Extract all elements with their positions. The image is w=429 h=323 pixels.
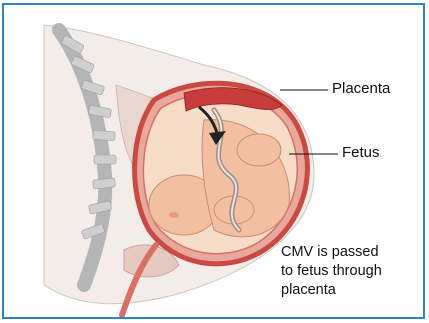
caption-line-2: to fetus through (281, 262, 382, 281)
caption-line-3: placenta (281, 281, 382, 300)
fetus-label: Fetus (342, 144, 380, 162)
diagram-frame: Placenta Fetus CMV is passed to fetus th… (2, 3, 425, 319)
caption: CMV is passed to fetus through placenta (281, 243, 382, 300)
caption-line-1: CMV is passed (281, 243, 382, 262)
placenta-label: Placenta (332, 80, 390, 98)
